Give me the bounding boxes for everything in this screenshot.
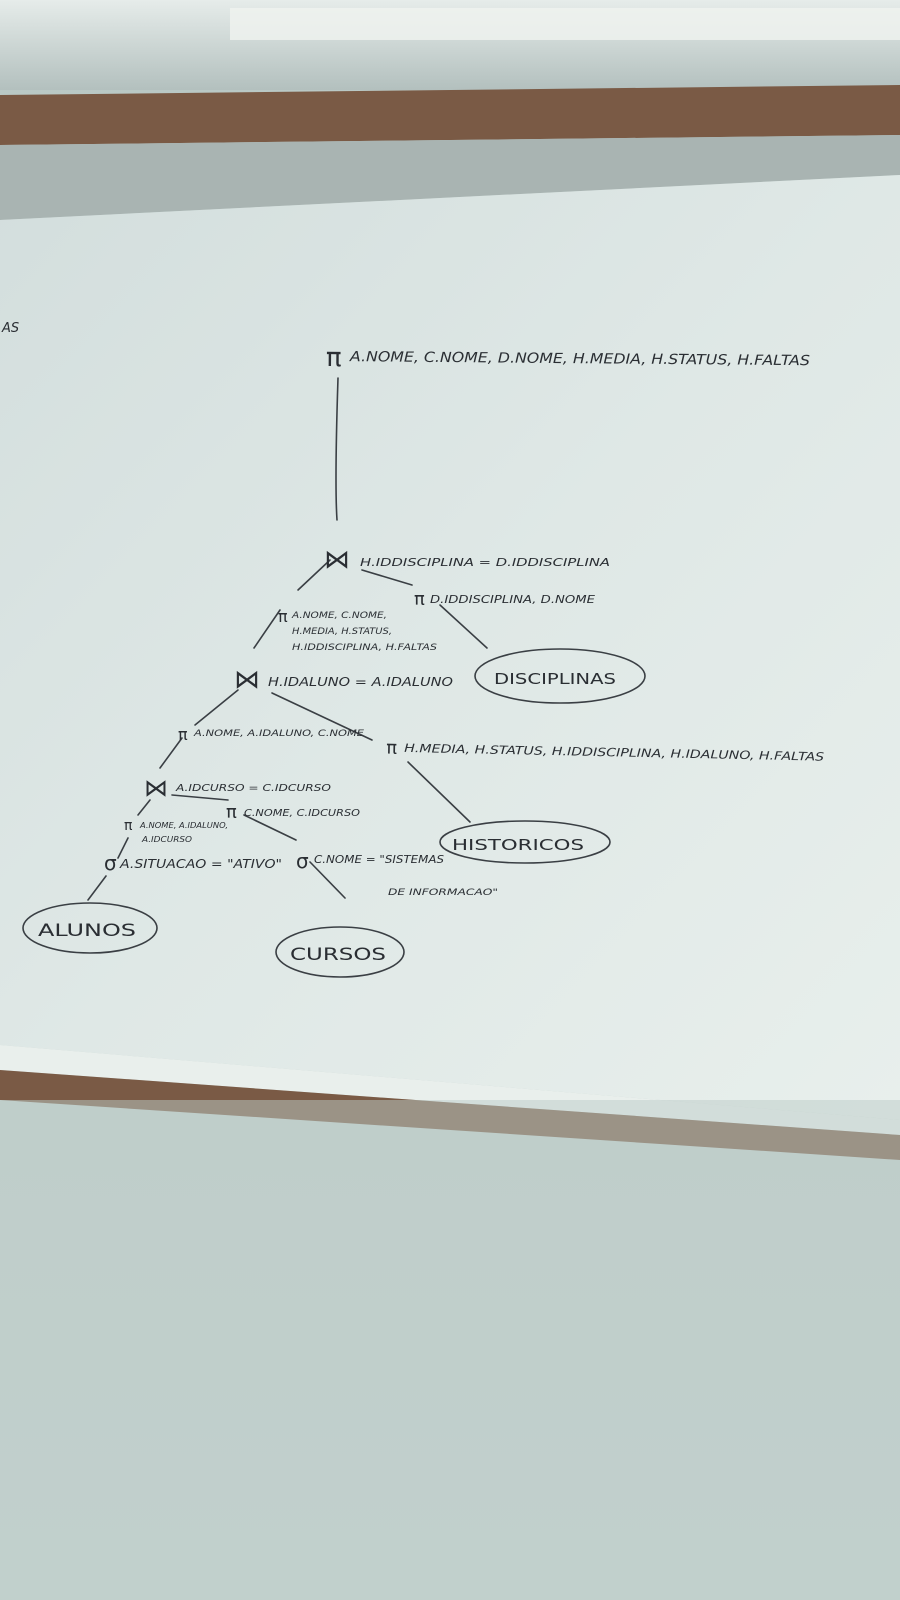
proj-mid-line1: A.NOME, C.NOME,	[291, 611, 387, 621]
node-join-top: ⋈ H.IDDISCIPLINA = D.IDDISCIPLINA	[324, 545, 610, 575]
node-proj-disciplinas: π D.IDDISCIPLINA, D.NOME	[414, 589, 595, 610]
board-frame-top-lip	[0, 135, 900, 220]
table-cursos-label: CURSOS	[290, 945, 386, 965]
table-disciplinas: DISCIPLINAS	[474, 648, 646, 704]
node-join-mid: ⋈ H.IDALUNO = A.IDALUNO	[234, 665, 453, 695]
top-light-strip	[230, 8, 900, 40]
edge-select-cursos-cursos	[309, 861, 346, 899]
edge-join-mid-proj-hist	[271, 692, 373, 741]
proj-left-symbol: π	[178, 725, 188, 744]
table-historicos: HISTORICOS	[439, 820, 611, 864]
root-pi-symbol: π	[326, 343, 342, 373]
edge-proj-mid-join-mid	[253, 609, 281, 649]
node-proj-alunos: π A.NOME, A.IDALUNO, A.IDCURSO	[124, 818, 228, 844]
proj-disc-symbol: π	[414, 589, 425, 610]
edge-root-join-top	[335, 377, 339, 521]
proj-mid-line3: H.IDDISCIPLINA, H.FALTAS	[292, 643, 438, 653]
node-select-alunos: σ A.SITUACAO = "ATIVO"	[104, 851, 282, 875]
select-alunos-condition: A.SITUACAO = "ATIVO"	[119, 857, 282, 871]
select-cursos-line2: DE INFORMACAO"	[388, 888, 498, 898]
root-attributes: A.NOME, C.NOME, D.NOME, H.MEDIA, H.STATU…	[349, 349, 810, 369]
edge-proj-hist-historicos	[407, 761, 471, 823]
join-low-condition: A.IDCURSO = C.IDCURSO	[175, 783, 331, 794]
node-proj-left: π A.NOME, A.IDALUNO, C.NOME	[178, 725, 364, 744]
select-cursos-line1: C.NOME = "SISTEMAS	[314, 853, 444, 866]
proj-alunos-symbol: π	[124, 818, 133, 834]
proj-disc-attributes: D.IDDISCIPLINA, D.NOME	[430, 594, 595, 606]
table-alunos: ALUNOS	[22, 902, 158, 954]
node-select-cursos: σ C.NOME = "SISTEMAS DE INFORMACAO"	[296, 849, 498, 898]
select-cursos-symbol: σ	[296, 849, 309, 873]
edge-join-top-proj-mid	[297, 559, 331, 591]
join-mid-condition: H.IDALUNO = A.IDALUNO	[268, 675, 453, 689]
edge-proj-disc-disciplinas	[439, 604, 488, 649]
board-surface	[0, 175, 900, 1120]
table-alunos-label: ALUNOS	[38, 921, 136, 941]
join-top-symbol: ⋈	[324, 545, 350, 575]
node-root-projection: π A.NOME, C.NOME, D.NOME, H.MEDIA, H.STA…	[326, 343, 810, 373]
edge-select-alunos-alunos	[87, 875, 107, 901]
proj-alunos-line1: A.NOME, A.IDALUNO,	[139, 821, 228, 830]
table-disciplinas-oval	[474, 648, 646, 704]
tree-edges	[87, 377, 488, 901]
table-historicos-oval	[439, 820, 611, 864]
select-alunos-symbol: σ	[104, 851, 117, 875]
edge-join-mid-proj-left	[194, 689, 239, 726]
table-disciplinas-label: DISCIPLINAS	[494, 670, 616, 688]
join-mid-symbol: ⋈	[234, 665, 260, 695]
table-cursos: CURSOS	[275, 926, 405, 978]
node-proj-mid: π A.NOME, C.NOME, H.MEDIA, H.STATUS, H.I…	[278, 607, 438, 653]
proj-hist-symbol: π	[386, 738, 397, 759]
join-top-condition: H.IDDISCIPLINA = D.IDDISCIPLINA	[360, 556, 610, 569]
node-proj-cursos: π C.NOME, C.IDCURSO	[226, 802, 360, 823]
edge-join-low-proj-cursos	[171, 794, 229, 801]
table-alunos-oval	[22, 902, 158, 954]
node-join-low: ⋈ A.IDCURSO = C.IDCURSO	[144, 774, 331, 802]
proj-cursos-symbol: π	[226, 802, 237, 823]
edge-text: AS	[1, 321, 19, 336]
edge-proj-left-join-low	[159, 737, 183, 769]
edge-join-top-proj-disc	[361, 569, 413, 586]
edge-join-low-proj-alunos	[137, 799, 151, 816]
proj-mid-line2: H.MEDIA, H.STATUS,	[292, 627, 392, 637]
edge-proj-cursos-select-cursos	[243, 814, 297, 841]
proj-cursos-attributes: C.NOME, C.IDCURSO	[244, 808, 360, 819]
table-historicos-label: HISTORICOS	[452, 836, 584, 854]
edge-proj-alunos-select-alunos	[117, 837, 129, 859]
proj-alunos-line2: A.IDCURSO	[141, 835, 192, 844]
board-frame-top	[0, 85, 900, 145]
proj-mid-symbol: π	[278, 607, 288, 626]
proj-left-attributes: A.NOME, A.IDALUNO, C.NOME	[193, 729, 365, 739]
table-cursos-oval	[275, 926, 405, 978]
wall-lower	[0, 1100, 900, 1600]
join-low-symbol: ⋈	[144, 774, 168, 802]
